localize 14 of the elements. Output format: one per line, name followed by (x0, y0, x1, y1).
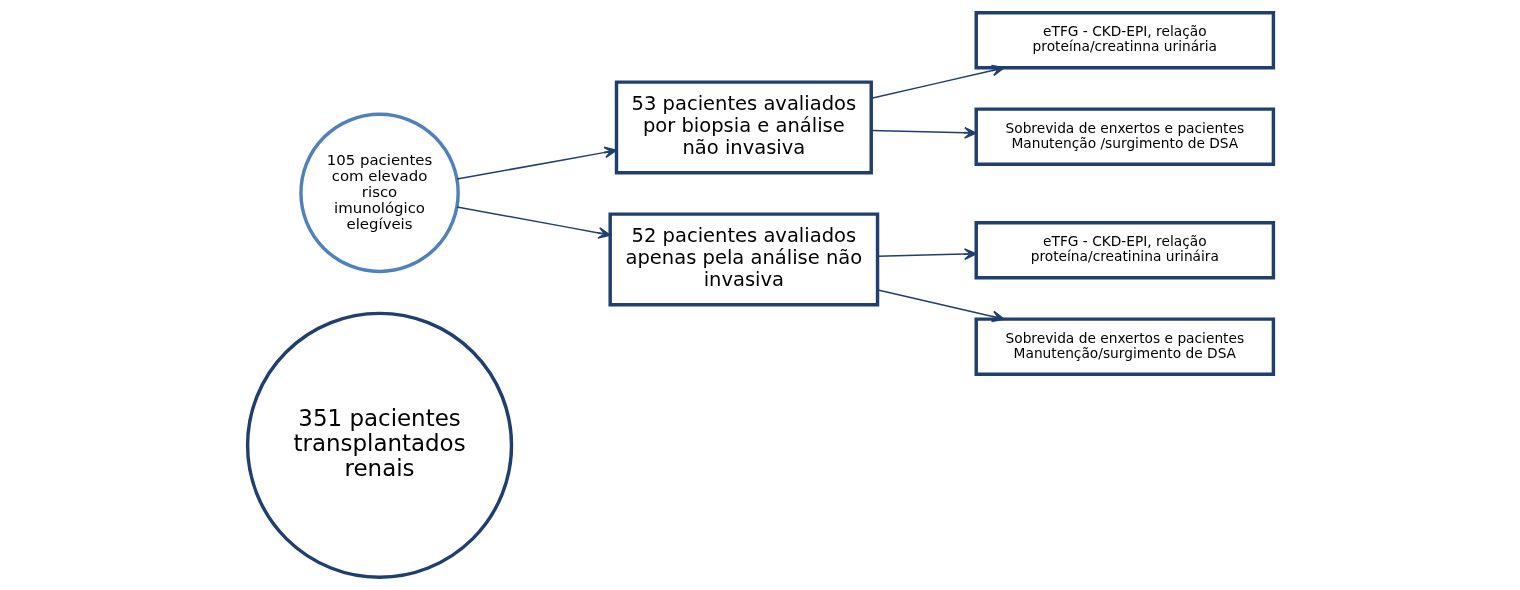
node-circle: 105 pacientes com elevado risco imunológico elegíveis (298, 112, 460, 274)
node-box: Sobrevida de enxertos e pacientes Manutenção/surgimento de DSA (974, 317, 1275, 376)
node-box: eTFG - CKD-EPI, relação proteína/creatinna urinária (974, 11, 1275, 70)
arrow (455, 146, 617, 180)
arrow (870, 126, 977, 139)
node-circle: 351 pacientes transplantados renais (245, 311, 513, 579)
arrow (876, 248, 977, 260)
arrow (455, 206, 611, 239)
node-box: Sobrevida de enxertos e pacientes Manutenção /surgimento de DSA (974, 107, 1275, 166)
node-box: eTFG - CKD-EPI, relação proteína/creatinina urináira (974, 221, 1275, 280)
arrow (870, 64, 1005, 100)
arrow (876, 289, 1005, 323)
node-box: 52 pacientes avaliados apenas pela análise não invasiva (607, 212, 879, 307)
node-box: 53 pacientes avaliados por biopsia e análise não invasiva (614, 80, 873, 175)
